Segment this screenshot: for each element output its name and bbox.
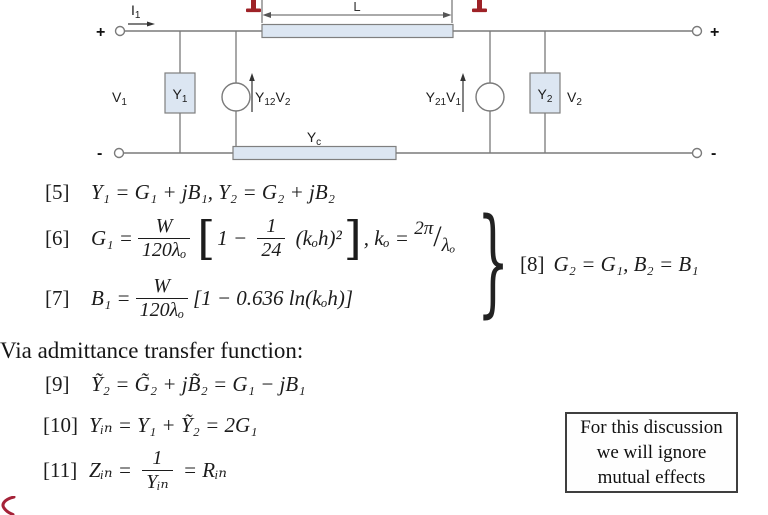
series-line-component bbox=[261, 23, 454, 39]
equation-6-lhs: G₁ = bbox=[91, 225, 133, 250]
terminal-top-right bbox=[691, 25, 703, 37]
skew-fraction-numerator: 2π bbox=[414, 218, 434, 239]
left-source-arrow-head bbox=[249, 73, 255, 81]
equation-7-number: [7] bbox=[45, 285, 70, 310]
equation-10-number: [10] bbox=[43, 413, 78, 437]
right-dependent-source bbox=[475, 82, 505, 112]
equation-6: [6] G₁ = W 120λₒ [ 1 − 1 24 (kₒh)² ] , k… bbox=[45, 211, 456, 265]
current-arrow-head bbox=[147, 21, 155, 27]
equation-8-number: [8] bbox=[520, 252, 545, 276]
equation-6-term1: 1 − bbox=[217, 225, 253, 250]
y1-label: Y1 bbox=[173, 86, 188, 105]
terminal-top-left bbox=[114, 25, 126, 37]
cropped-red-title-fragment-left bbox=[246, 0, 261, 13]
v2-label: V2 bbox=[567, 89, 582, 108]
equation-11-rhs: = Rᵢₙ bbox=[177, 457, 227, 482]
equation-7-lhs: B₁ = bbox=[91, 285, 131, 310]
length-dimension bbox=[261, 0, 453, 23]
current-i1-label: I1 bbox=[131, 2, 141, 21]
cropped-red-title-fragment-right bbox=[472, 0, 487, 13]
equation-11-number: [11] bbox=[43, 457, 78, 482]
two-port-circuit-diagram: L + + I1 V1 Y1 Y12V2 Y21V1 bbox=[96, 0, 719, 162]
fraction: 1 Yᵢₙ bbox=[142, 447, 173, 494]
equation-5: [5] Y₁ = G₁ + jB₁, Y₂ = G₂ + jB₂ bbox=[45, 180, 335, 205]
equation-6-term2: (kₒh)² bbox=[290, 225, 342, 250]
section-heading: Via admittance transfer function: bbox=[0, 338, 304, 363]
y12v2-label: Y12V2 bbox=[255, 89, 291, 108]
yc-label: Yc bbox=[307, 129, 321, 148]
equation-5-number: [5] bbox=[45, 180, 70, 204]
fraction: W 120λₒ bbox=[137, 215, 191, 262]
equation-9-body: Ỹ₂ = G̃₂ + jB̃₂ = G₁ − jB₁ bbox=[91, 372, 306, 396]
dimension-label: L bbox=[353, 0, 360, 14]
equation-11: [11] Zᵢₙ = 1 Yᵢₙ = Rᵢₙ bbox=[43, 438, 227, 502]
note-line: mutual effects bbox=[597, 467, 706, 488]
equation-11-lhs: Zᵢₙ = bbox=[89, 457, 138, 482]
equation-10-body: Yᵢₙ = Y₁ + Ỹ₂ = 2G₁ bbox=[89, 413, 258, 437]
equation-5-body: Y₁ = G₁ + jB₁, Y₂ = G₂ + jB₂ bbox=[91, 180, 336, 204]
red-annotation-fragment bbox=[1, 496, 16, 515]
equation-6-tail: , kₒ = bbox=[363, 225, 415, 250]
skew-fraction-denominator: λₒ bbox=[441, 235, 456, 256]
plus-sign-left: + bbox=[96, 24, 105, 41]
coupling-line-component bbox=[232, 145, 397, 161]
equation-8: [8] G₂ = G₁, B₂ = B₁ bbox=[520, 252, 699, 277]
terminal-bottom-left bbox=[113, 147, 125, 159]
equation-9-number: [9] bbox=[45, 372, 70, 396]
note-line: we will ignore bbox=[596, 442, 707, 463]
fraction: W 120λₒ bbox=[135, 275, 188, 322]
note-line: For this discussion bbox=[580, 417, 723, 438]
note-box: For this discussion we will ignore mutua… bbox=[565, 412, 738, 493]
terminal-bottom-right bbox=[691, 147, 703, 159]
dim-arrow-left bbox=[262, 12, 271, 18]
dim-arrow-right bbox=[443, 12, 452, 18]
grouping-brace: } bbox=[477, 191, 510, 330]
equation-7-rhs: [1 − 0.636 ln(kₒh)] bbox=[192, 285, 354, 310]
y1-component bbox=[164, 72, 196, 114]
left-dependent-source bbox=[221, 82, 251, 112]
equation-7: [7] B₁ = W 120λₒ [1 − 0.636 ln(kₒh)] bbox=[45, 266, 353, 330]
y21v1-label: Y21V1 bbox=[426, 89, 462, 108]
equation-8-body: G₂ = G₁, B₂ = B₁ bbox=[553, 252, 699, 276]
equation-9: [9] Ỹ₂ = G̃₂ + jB̃₂ = G₁ − jB₁ bbox=[45, 372, 306, 397]
minus-sign-right: - bbox=[711, 145, 716, 162]
fraction: 1 24 bbox=[257, 215, 286, 262]
v1-label: V1 bbox=[112, 89, 127, 108]
skew-fraction-slash: / bbox=[433, 220, 442, 253]
equation-10: [10] Yᵢₙ = Y₁ + Ỹ₂ = 2G₁ bbox=[43, 413, 257, 438]
minus-sign-left: - bbox=[97, 145, 102, 162]
y2-label: Y2 bbox=[538, 86, 553, 105]
plus-sign-right: + bbox=[710, 24, 719, 41]
equation-6-number: [6] bbox=[45, 225, 70, 250]
right-source-arrow-head bbox=[460, 73, 466, 81]
